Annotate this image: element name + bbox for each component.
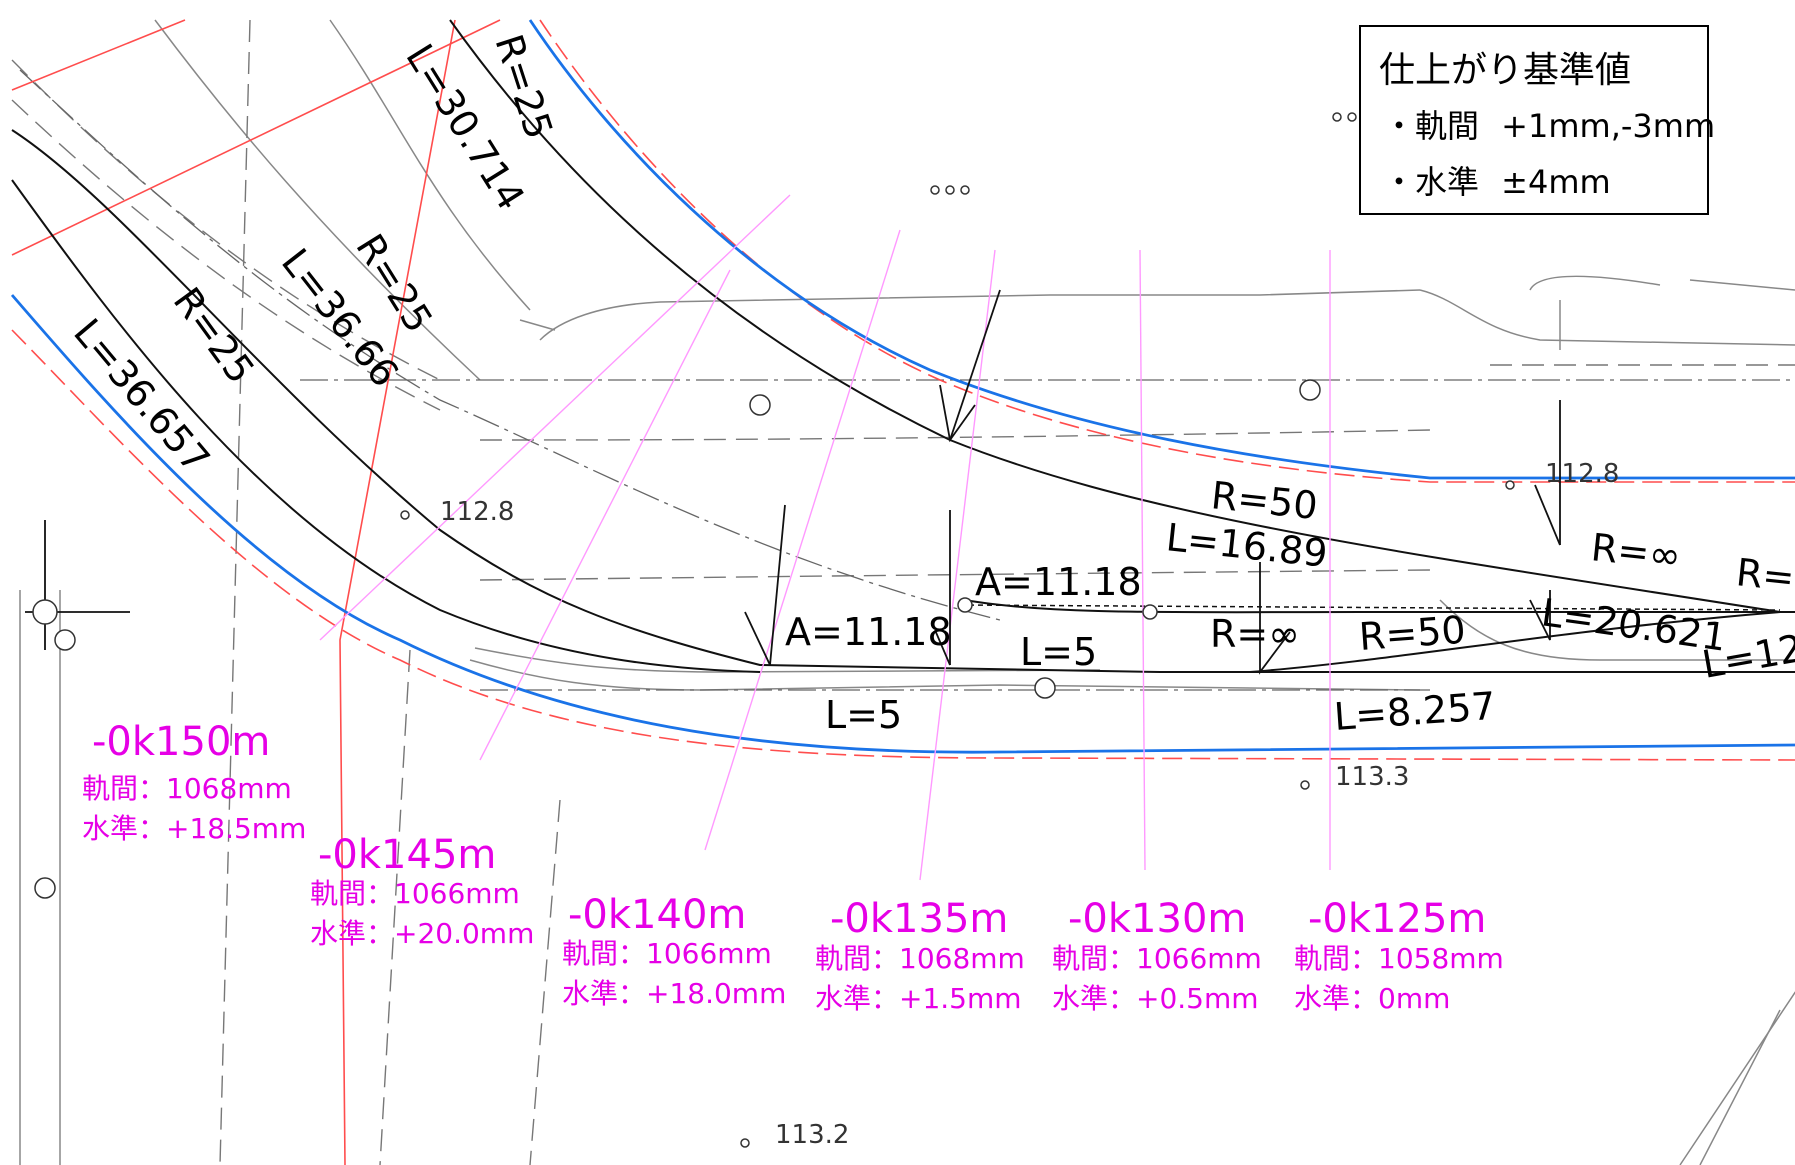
legend-row-level: ・水準 ±4mm — [1383, 157, 1611, 203]
station-id: -0k145m — [318, 832, 496, 878]
label-l5-mid: L=5 — [1020, 630, 1097, 674]
legend-row-gauge: ・軌間 +1mm,-3mm — [1383, 101, 1715, 147]
station-0k135: -0k135m 軌間：1068mm 水準：+1.5mm — [815, 896, 1025, 1015]
elevation-112-8-right: 112.8 — [1545, 459, 1619, 489]
label-r-right-cut: R= — [1734, 550, 1795, 600]
label-r25-a: R=25 — [486, 29, 561, 144]
label-r50-mid: R=50 — [1358, 608, 1467, 659]
elevation-group: 112.8 112.8 113.3 113.2 — [440, 459, 1619, 1150]
boundary-dashed-lines — [11, 19, 1795, 761]
rail-lines — [10, 19, 1795, 754]
label-l5-low: L=5 — [825, 693, 902, 737]
legend-row-name: ・軌間 — [1383, 107, 1480, 145]
station-level: 水準：0mm — [1294, 982, 1450, 1015]
station-gauge: 軌間：1068mm — [815, 942, 1025, 975]
station-level: 水準：+1.5mm — [815, 982, 1022, 1015]
boundary-lines — [11, 19, 501, 1165]
drainage-symbols — [34, 379, 1321, 899]
alignment-dashed — [959, 604, 1781, 611]
station-gauge: 軌間：1066mm — [310, 877, 520, 910]
station-group: -0k150m 軌間：1068mm 水準：+18.5mm -0k145m 軌間：… — [82, 719, 1504, 1015]
legend-row-value: ±4mm — [1501, 163, 1611, 201]
station-id: -0k135m — [830, 896, 1008, 942]
tolerance-legend: 仕上がり基準値 ・軌間 +1mm,-3mm ・水準 ±4mm — [1359, 25, 1715, 215]
legend-row-name: ・水準 — [1383, 163, 1480, 201]
alignment-curves — [11, 19, 1795, 673]
label-a11-18-upper: A=11.18 — [975, 560, 1142, 604]
station-0k140: -0k140m 軌間：1066mm 水準：+18.0mm — [562, 892, 786, 1010]
station-level: 水準：+18.5mm — [82, 812, 306, 845]
station-level: 水準：+0.5mm — [1052, 982, 1259, 1015]
station-gauge: 軌間：1068mm — [82, 772, 292, 805]
station-id: -0k130m — [1068, 896, 1246, 942]
station-level: 水準：+18.0mm — [562, 977, 786, 1010]
station-gauge: 軌間：1066mm — [562, 937, 772, 970]
station-id: -0k125m — [1308, 896, 1486, 942]
pointer-lines — [25, 289, 1561, 675]
legend-row-value: +1mm,-3mm — [1501, 107, 1716, 145]
label-r-inf-mid: R=∞ — [1210, 612, 1300, 656]
survey-points — [32, 112, 1515, 1148]
legend-title: 仕上がり基準値 — [1379, 50, 1632, 91]
elevation-113-2: 113.2 — [775, 1120, 849, 1150]
station-gauge: 軌間：1058mm — [1294, 942, 1504, 975]
station-0k145: -0k145m 軌間：1066mm 水準：+20.0mm — [310, 832, 534, 950]
station-gauge: 軌間：1066mm — [1052, 942, 1262, 975]
label-l8-257: L=8.257 — [1333, 684, 1497, 739]
structure-lines — [19, 19, 1795, 1165]
label-r-inf-right: R=∞ — [1589, 525, 1683, 578]
dashed-structure-lines — [11, 19, 1795, 1165]
station-0k125: -0k125m 軌間：1058mm 水準：0mm — [1294, 896, 1504, 1015]
station-lines — [319, 194, 1331, 881]
label-a11-18-lower: A=11.18 — [785, 610, 952, 654]
elevation-112-8-left: 112.8 — [440, 497, 514, 527]
station-0k130: -0k130m 軌間：1066mm 水準：+0.5mm — [1052, 896, 1262, 1015]
station-id: -0k150m — [92, 719, 270, 765]
station-level: 水準：+20.0mm — [310, 917, 534, 950]
elevation-113-3: 113.3 — [1335, 762, 1409, 792]
station-0k150: -0k150m 軌間：1068mm 水準：+18.5mm — [82, 719, 306, 845]
station-id: -0k140m — [568, 892, 746, 938]
